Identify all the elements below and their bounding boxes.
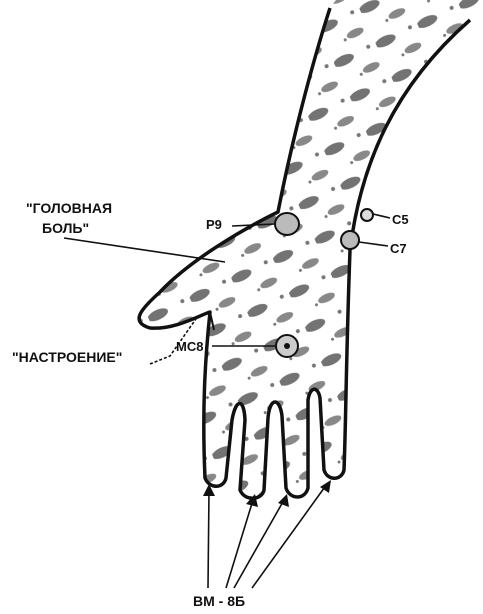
headache-label-line2: БОЛЬ" bbox=[42, 220, 89, 236]
c5-label: С5 bbox=[392, 212, 409, 227]
mco-label: МС8 bbox=[176, 339, 203, 354]
point-p9-marker bbox=[275, 213, 299, 235]
c5-leader-line bbox=[373, 214, 390, 218]
fingertip-arrows bbox=[208, 484, 327, 588]
bottom-label: ВМ - 8Б bbox=[193, 593, 245, 609]
c7-label: С7 bbox=[390, 241, 407, 256]
headache-label-line1: "ГОЛОВНАЯ bbox=[26, 200, 112, 216]
point-c5-marker bbox=[361, 209, 373, 221]
headache-leader-line bbox=[64, 238, 225, 262]
mood-label: "НАСТРОЕНИЕ" bbox=[12, 349, 122, 365]
p9-label: Р9 bbox=[206, 217, 222, 232]
point-c7-marker bbox=[341, 231, 359, 249]
c7-leader-line bbox=[359, 242, 388, 246]
